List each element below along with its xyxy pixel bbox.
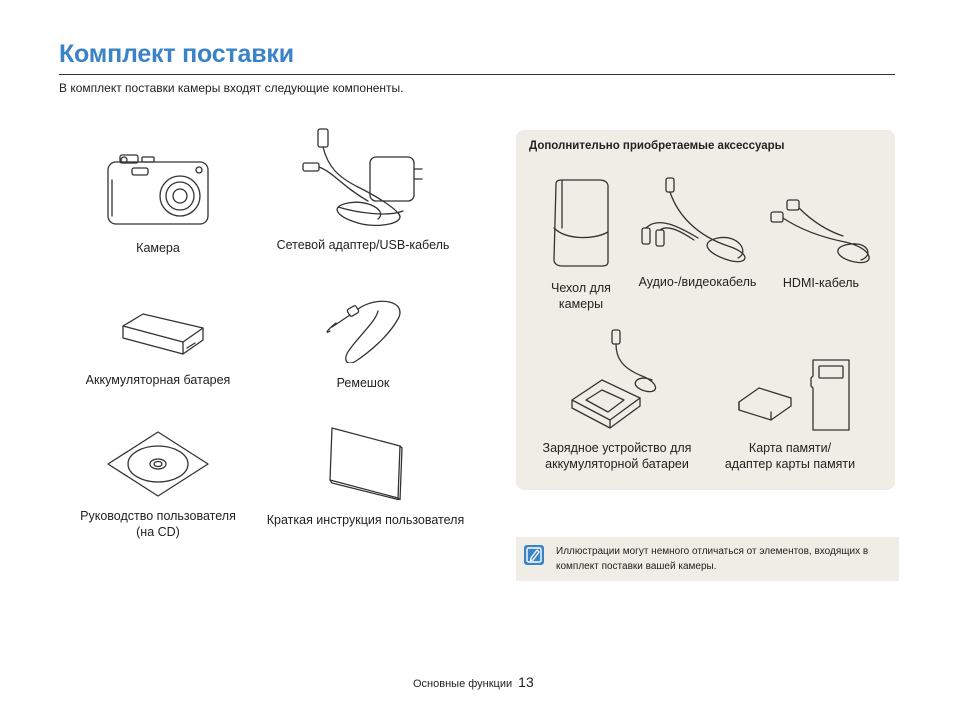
page-footer: Основные функции 13 (413, 674, 534, 690)
item-label: Ремешок (336, 376, 390, 390)
accessory-label: Карта памяти/ адаптер карты памяти (712, 440, 868, 472)
footer-section: Основные функции (413, 678, 513, 690)
accessory-label-line: Карта памяти/ (748, 441, 832, 455)
item-label-line: (на CD) (136, 525, 180, 539)
adapter-cable-icon (302, 128, 423, 226)
item-label-line: Руководство пользователя (80, 509, 236, 523)
memory-card-icon (738, 359, 850, 431)
accessory-label-line: Чехол для (551, 281, 611, 295)
item-strap: Ремешок (313, 295, 413, 391)
camera-icon (107, 154, 209, 225)
note-text: Иллюстрации могут немного отличаться от … (556, 546, 869, 572)
accessory-label-line: Зарядное устройство для (542, 441, 692, 455)
title-divider (59, 74, 895, 75)
note-box (516, 537, 899, 581)
accessory-memory-card: Карта памяти/ адаптер карты памяти (712, 358, 868, 472)
battery-icon (122, 313, 204, 355)
hdmi-cable-icon (770, 199, 870, 264)
intro-text: В комплект поставки камеры входят следую… (59, 81, 404, 95)
page-title: Комплект поставки (59, 40, 294, 68)
item-label: Камера (136, 241, 180, 255)
accessory-label-line: аккумуляторной батареи (545, 457, 689, 471)
accessory-charger: Зарядное устройство для аккумуляторной б… (527, 328, 707, 472)
accessory-label: Зарядное устройство для аккумуляторной б… (527, 440, 707, 472)
accessory-case: Чехол для камеры (535, 178, 627, 312)
pencil-note-icon (524, 545, 544, 565)
item-label: Руководство пользователя (на CD) (68, 508, 248, 540)
cd-icon (107, 431, 209, 497)
accessory-label: Чехол для камеры (535, 280, 627, 312)
item-label: Сетевой адаптер/USB-кабель (276, 238, 450, 252)
booklet-icon (328, 427, 403, 500)
charger-icon (571, 329, 657, 429)
item-cd: Руководство пользователя (на CD) (68, 428, 248, 540)
item-booklet: Краткая инструкция пользователя (258, 426, 473, 528)
strap-icon (326, 300, 401, 363)
accessory-av-cable: Аудио-/видеокабель (630, 176, 765, 290)
accessory-label: Аудио-/видеокабель (638, 275, 757, 289)
page-number: 13 (518, 674, 534, 690)
item-adapter-cable: Сетевой адаптер/USB-кабель (268, 127, 458, 253)
item-camera: Камера (98, 150, 218, 256)
accessory-hdmi-cable: HDMI-кабель (762, 196, 880, 291)
accessory-label-line: камеры (558, 297, 604, 311)
item-label: Аккумуляторная батарея (85, 373, 231, 387)
case-icon (553, 179, 609, 267)
item-battery: Аккумуляторная батарея (78, 306, 238, 388)
accessory-label: HDMI-кабель (782, 276, 860, 290)
accessories-title: Дополнительно приобретаемые аксессуары (529, 140, 785, 152)
item-label: Краткая инструкция пользователя (266, 513, 465, 527)
av-cable-icon (640, 177, 746, 263)
accessory-label-line: адаптер карты памяти (724, 457, 856, 471)
